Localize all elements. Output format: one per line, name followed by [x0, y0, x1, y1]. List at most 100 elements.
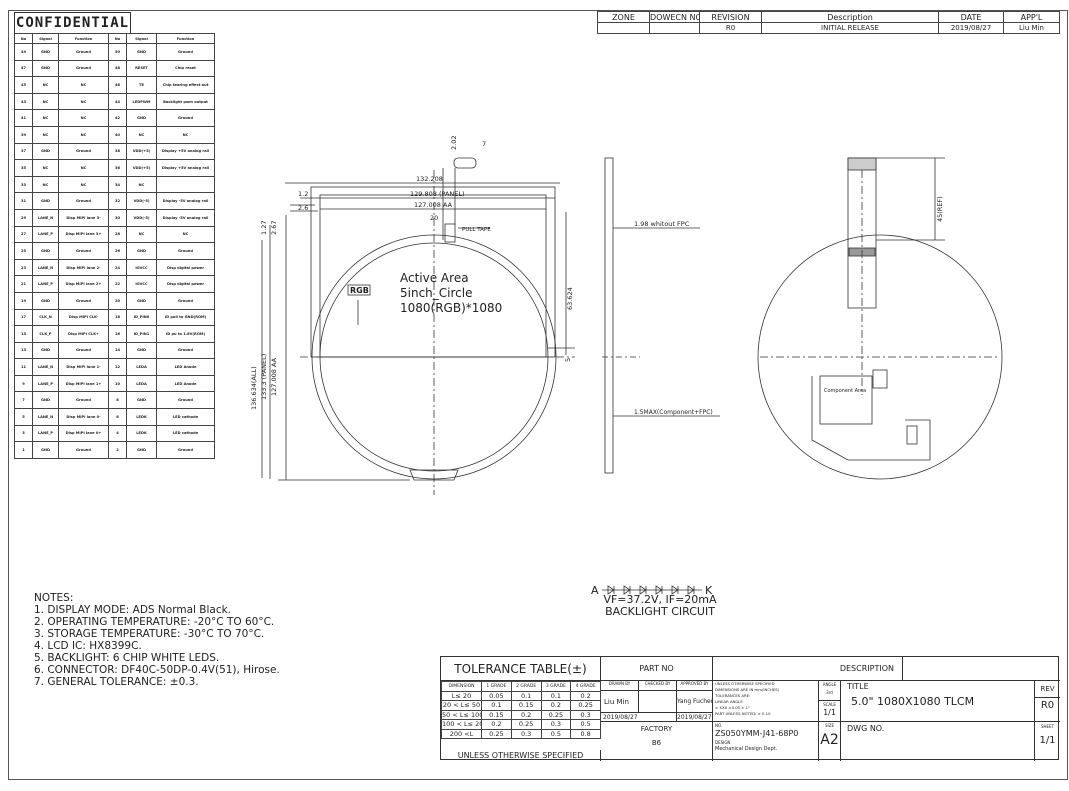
drawn-by-label: DRAWN BY	[601, 681, 639, 691]
note-item: 6. CONNECTOR: DF40C-50DP-0.4V(51), Hiros…	[34, 664, 280, 676]
rgb-box	[347, 284, 371, 296]
tolerance-cell: L≤ 20	[441, 690, 482, 701]
side-dim-1-98: 1.98 whitout FPC	[634, 220, 690, 228]
tolerance-cell: 100 < L≤ 200	[441, 719, 482, 730]
unless-line: DIMENSIONS ARE IN mm(INCHES)	[715, 687, 780, 692]
angle-value: 3rd	[826, 690, 833, 695]
backlight-a-label: A	[591, 584, 599, 597]
note-item: 3. STORAGE TEMPERATURE: -30°C TO 70°C.	[34, 628, 265, 640]
revision-cell: Liu Min	[1003, 22, 1060, 34]
date-drawn: 2019/08/27	[601, 713, 677, 722]
drawing-no-cell: NO. ZS050YMM-J41-68P0 DESIGN Mechanical …	[713, 722, 819, 761]
pull-tape-tab	[444, 223, 456, 243]
tolerance-cell: 3 GRADE	[540, 681, 572, 692]
tolerance-cell: 0.3	[570, 709, 601, 720]
side-view-outline	[604, 157, 614, 474]
unless-label: UNLESS OTHERWISE SPECIFIED	[441, 750, 601, 761]
dim-127-008: 127.008 AA	[414, 201, 453, 209]
tolerance-cell: 0.5	[540, 728, 572, 739]
factory-cell: FACTORY B6	[601, 722, 713, 761]
design-dept: Mechanical Design Dept.	[715, 746, 778, 752]
factory-value: B6	[651, 739, 662, 747]
active-area-line3: 1080(RGB)*1080	[400, 301, 502, 315]
part-no-label: PART NO	[601, 657, 713, 681]
tolerance-cell: 0.05	[481, 690, 512, 701]
description-label: DESCRIPTION	[713, 657, 903, 681]
unless-line: TOLERANCES ARE:	[715, 693, 751, 698]
sheet-value: 1/1	[1039, 735, 1056, 746]
note-item: 7. GENERAL TOLERANCE: ±0.3.	[34, 676, 199, 688]
drawing-frame	[8, 10, 1068, 780]
sheet-cell: SHEET 1/1	[1035, 722, 1060, 761]
tolerance-cell: 0.25	[540, 709, 572, 720]
component-area-label: Component Area	[824, 388, 866, 394]
dim-7: 7	[482, 140, 486, 148]
dim-133-3: 133.3 (PANEL)	[260, 354, 268, 400]
revision-cell: INITIAL RELEASE	[761, 22, 939, 34]
scale-label: SCALE	[823, 702, 836, 707]
desc-empty	[903, 657, 1060, 681]
tolerance-cell: 0.1	[510, 690, 542, 701]
size-cell: SIZE A2	[819, 722, 841, 761]
pin-table-cell: Ground	[156, 441, 215, 459]
rev-value: R0	[1035, 697, 1060, 714]
dim-1-27: 1.27	[260, 221, 268, 235]
note-item: 4. LCD IC: HX8399C.	[34, 640, 142, 652]
dim-129-808: 129.808 (PANEL)	[410, 190, 465, 198]
design-label: DESIGN	[715, 740, 731, 745]
pull-tape-label: PULL TAPE	[462, 227, 491, 233]
tolerance-cell: 4 GRADE	[570, 681, 601, 692]
factory-label: FACTORY	[640, 725, 673, 733]
dim-132-208: 132.208	[416, 175, 443, 183]
tolerance-cell: 200 <L	[441, 728, 482, 739]
side-dim-1-5: 1.5MAX(Component+FPC)	[634, 409, 713, 416]
back-dim-45: 45(REF)	[936, 196, 944, 222]
fpc-connector	[453, 157, 477, 169]
tolerance-cell: 0.8	[570, 728, 601, 739]
back-circle	[757, 234, 1003, 480]
scale-cell: SCALE 1/1	[819, 701, 841, 722]
front-fpc-tail	[409, 469, 459, 481]
tolerance-cell: 0.2	[570, 690, 601, 701]
tolerance-cell: 0.2	[481, 719, 512, 730]
size-value: A2	[820, 732, 839, 748]
title-label: TITLE	[847, 682, 869, 691]
tolerance-cell: 0.2	[510, 709, 542, 720]
dim-2-67: 2.67	[270, 221, 278, 235]
dim-5: 5	[564, 358, 572, 362]
size-label: SIZE	[825, 723, 834, 728]
led-chain	[607, 585, 695, 595]
active-area-line2: 5inch_Circle	[400, 286, 472, 300]
tolerance-cell: 0.15	[510, 700, 542, 711]
dim-2-02: 2.02	[450, 136, 458, 150]
tolerance-cell: 0.25	[570, 700, 601, 711]
active-area-line1: Active Area	[400, 271, 469, 285]
tolerance-cell: 50 < L≤ 100	[441, 709, 482, 720]
rgb-label: RGB	[350, 286, 369, 295]
tolerance-cell: 0.25	[510, 719, 542, 730]
tolerance-cell: 20 < L≤ 50	[441, 700, 482, 711]
scale-value: 1/1	[823, 708, 836, 717]
backlight-spec: VF=37.2V, IF=20mA	[603, 593, 717, 606]
angle-cell: ANGLE 3rd	[819, 681, 841, 701]
tolerance-cell: 0.3	[540, 719, 572, 730]
title-cell: TITLE 5.0" 1080X1080 TLCM	[841, 681, 1035, 722]
date-approved: 2019/08/27	[677, 713, 713, 722]
drawn-by-value: Liu Min	[601, 691, 639, 713]
note-item: 5. BACKLIGHT: 6 CHIP WHITE LEDS.	[34, 652, 220, 664]
